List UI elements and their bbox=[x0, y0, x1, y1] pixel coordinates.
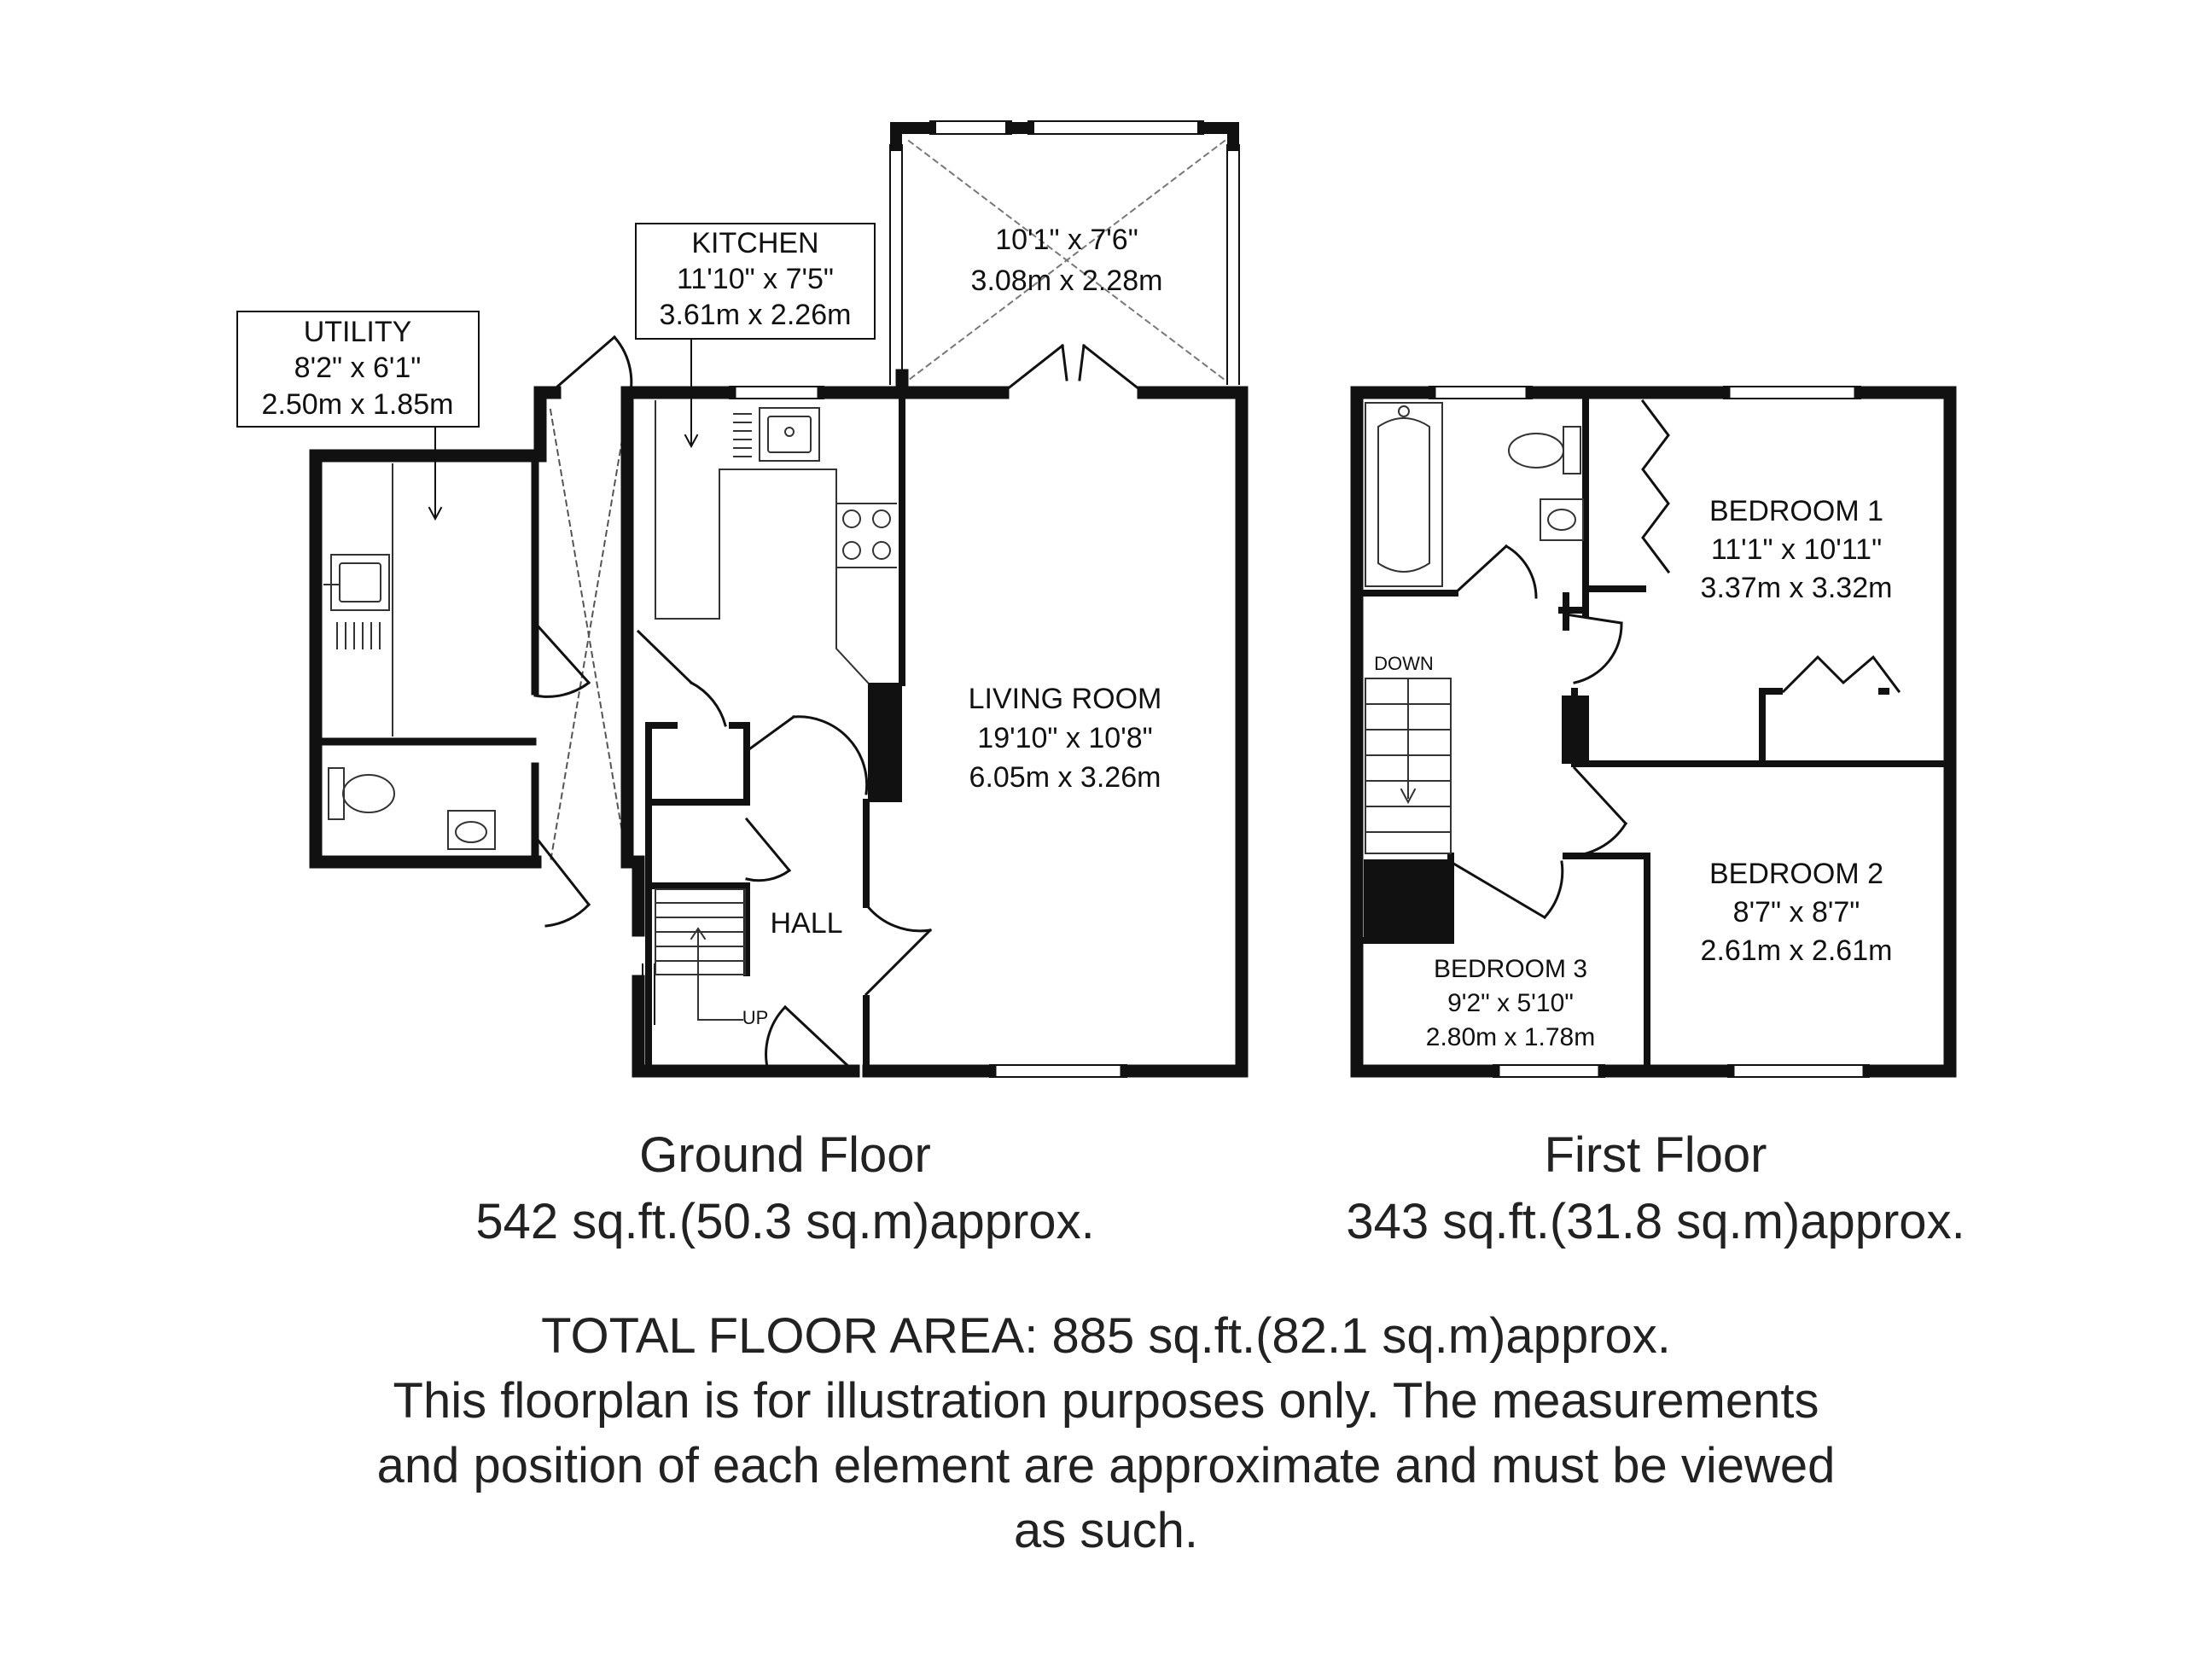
bedroom-2-metric: 2.61m x 2.61m bbox=[1701, 934, 1893, 967]
kitchen-imperial: 11'10" x 7'5" bbox=[677, 263, 834, 295]
ground-floor-labels: UTILITY 8'2" x 6'1" 2.50m x 1.85m KITCHE… bbox=[262, 224, 1163, 1028]
hall-name: HALL bbox=[770, 907, 842, 940]
ground-floor-area: 542 sq.ft.(50.3 sq.m)approx. bbox=[475, 1194, 1095, 1249]
bedroom-1-metric: 3.37m x 3.32m bbox=[1701, 572, 1893, 604]
bedroom-1-imperial: 11'1" x 10'11" bbox=[1711, 533, 1882, 566]
ground-floor-caption: Ground Floor 542 sq.ft.(50.3 sq.m)approx… bbox=[410, 1122, 1161, 1255]
bedroom-1-name: BEDROOM 1 bbox=[1709, 495, 1883, 527]
conservatory-french-doors bbox=[1000, 343, 1146, 395]
first-floor-plan bbox=[1350, 386, 1957, 1078]
bathroom-basin-icon bbox=[1540, 498, 1584, 541]
bathroom-toilet-icon bbox=[1508, 426, 1581, 474]
stairs-up bbox=[655, 888, 746, 1021]
utility-metric: 2.50m x 1.85m bbox=[262, 388, 454, 421]
conservatory-glazing bbox=[889, 120, 1240, 385]
first-floor-outer-walls bbox=[1350, 386, 1957, 1078]
kitchen-label-box bbox=[635, 223, 876, 340]
stairs-up-label: UP bbox=[742, 1007, 769, 1028]
kitchen-name: KITCHEN bbox=[691, 227, 818, 259]
side-passage-doors bbox=[533, 335, 633, 928]
disclaimer-line-1: This floorplan is for illustration purpo… bbox=[393, 1373, 1819, 1429]
floorplan-footer: TOTAL FLOOR AREA: 885 sq.ft.(82.1 sq.m)a… bbox=[0, 1304, 2212, 1563]
bedroom-3-imperial: 9'2" x 5'10" bbox=[1447, 989, 1574, 1017]
kitchen-window bbox=[729, 386, 824, 399]
conservatory-cross bbox=[907, 139, 1226, 381]
utility-name: UTILITY bbox=[304, 316, 412, 348]
side-passage bbox=[549, 408, 629, 864]
stairs-down-label: DOWN bbox=[1374, 653, 1434, 674]
living-front-window bbox=[989, 1064, 1127, 1078]
ground-floor-plan bbox=[236, 120, 1249, 1078]
disclaimer-line-2: and position of each element are approxi… bbox=[376, 1438, 1836, 1493]
first-floor-title: First Floor bbox=[1544, 1127, 1767, 1183]
first-floor-labels: BEDROOM 1 11'1" x 10'11" 3.37m x 3.32m B… bbox=[1374, 495, 1892, 1051]
first-floor-caption: First Floor 343 sq.ft.(31.8 sq.m)approx. bbox=[1280, 1122, 2031, 1255]
conservatory-walls bbox=[890, 122, 1239, 151]
ground-floor-title: Ground Floor bbox=[639, 1127, 931, 1183]
wardrobe-doors bbox=[1640, 399, 1901, 694]
kitchen-sink-icon bbox=[733, 407, 820, 462]
conservatory-imperial: 10'1" x 7'6" bbox=[995, 224, 1138, 256]
kitchen-metric: 3.61m x 2.26m bbox=[660, 299, 852, 331]
bedroom-2-imperial: 8'7" x 8'7" bbox=[1733, 896, 1860, 928]
hall-partitions bbox=[645, 722, 750, 1074]
bathtub-icon bbox=[1365, 402, 1443, 587]
first-floor-chimney bbox=[1562, 696, 1589, 764]
first-floor-windows bbox=[1429, 386, 1870, 1078]
disclaimer-line-3: as such. bbox=[1014, 1503, 1198, 1558]
total-floor-area: TOTAL FLOOR AREA: 885 sq.ft.(82.1 sq.m)a… bbox=[541, 1308, 1671, 1364]
bedroom-3-metric: 2.80m x 1.78m bbox=[1426, 1023, 1595, 1051]
living-room-metric: 6.05m x 3.26m bbox=[969, 761, 1161, 794]
chimney-breast bbox=[868, 683, 902, 802]
hall-doors bbox=[636, 629, 933, 1074]
hob-icon bbox=[842, 509, 891, 560]
wc-basin-icon bbox=[447, 810, 496, 850]
bedroom-2-name: BEDROOM 2 bbox=[1709, 858, 1883, 890]
kitchen-worktops bbox=[655, 400, 897, 684]
living-room-imperial: 19'10" x 10'8" bbox=[977, 722, 1152, 754]
living-room-name: LIVING ROOM bbox=[969, 683, 1162, 715]
label-leaders bbox=[428, 338, 699, 521]
utility-imperial: 8'2" x 6'1" bbox=[294, 352, 422, 384]
wc-toilet-icon bbox=[328, 767, 395, 820]
utility-sink-icon bbox=[323, 554, 390, 649]
conservatory-metric: 3.08m x 2.28m bbox=[971, 265, 1163, 297]
bedroom-3-name: BEDROOM 3 bbox=[1434, 955, 1587, 983]
first-floor-airing-cupboard bbox=[1364, 859, 1451, 940]
first-floor-doors bbox=[1448, 544, 1628, 920]
first-floor-area: 343 sq.ft.(31.8 sq.m)approx. bbox=[1346, 1194, 1965, 1249]
stairs-down bbox=[1365, 678, 1452, 854]
utility-label-box bbox=[236, 311, 480, 428]
ground-main-walls bbox=[620, 369, 1249, 1078]
